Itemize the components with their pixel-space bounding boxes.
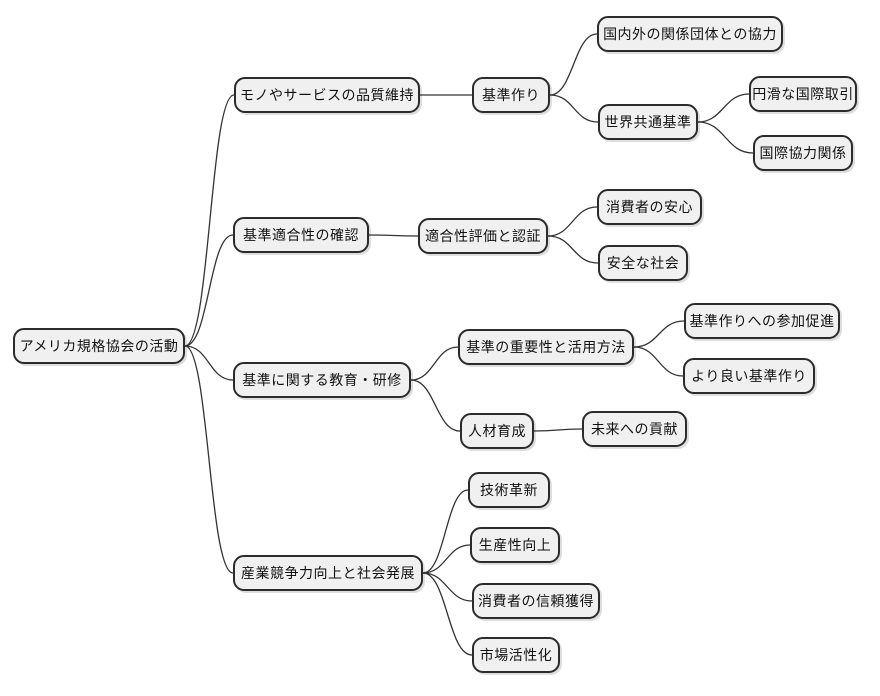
connector-line [184, 345, 234, 381]
node-participation-promotion: 基準作りへの参加促進 [684, 303, 840, 339]
connector-line [547, 235, 599, 264]
node-conformity-assessment-certification: 適合性評価と認証 [418, 218, 548, 254]
node-smooth-international-trade: 円滑な国際取引 [749, 76, 857, 112]
connector-line [422, 489, 469, 574]
connector-line [410, 379, 461, 432]
connector-line [633, 346, 684, 377]
node-importance-and-usage: 基準の重要性と活用方法 [458, 329, 634, 365]
connector-line [697, 93, 750, 123]
connector-line [549, 94, 599, 123]
node-human-resource-development: 人材育成 [460, 413, 534, 449]
node-productivity-improvement: 生産性向上 [470, 527, 560, 563]
connector-line [633, 320, 685, 348]
node-international-cooperation: 国際協力関係 [753, 135, 853, 171]
connector-line [422, 544, 471, 574]
connector-line [410, 346, 459, 381]
node-conformity-check: 基準適合性の確認 [233, 217, 369, 253]
connector-line [368, 234, 419, 237]
node-global-common-standards: 世界共通基準 [598, 104, 698, 140]
connector-line [549, 33, 598, 96]
node-consumer-trust: 消費者の信頼獲得 [472, 583, 600, 619]
node-future-contribution: 未来への貢献 [582, 411, 687, 447]
connector-line [184, 234, 234, 347]
connector-line [697, 121, 754, 154]
connector-line [533, 428, 583, 432]
node-standard-making: 基準作り [472, 77, 550, 113]
connector-line [184, 345, 234, 574]
node-tech-innovation: 技術革新 [468, 472, 550, 508]
connector-line [422, 572, 473, 656]
node-quality-maintenance: モノやサービスの品質維持 [234, 77, 420, 113]
node-cooperation-with-organizations: 国内外の関係団体との協力 [597, 16, 783, 52]
node-better-standards: より良い基準作り [683, 358, 815, 394]
node-consumer-assurance: 消費者の安心 [597, 189, 702, 225]
connector-line [184, 94, 235, 347]
node-market-vitalization: 市場活性化 [472, 637, 560, 673]
node-safe-society: 安全な社会 [598, 245, 688, 281]
node-education-training: 基準に関する教育・研修 [233, 362, 411, 398]
connector-line [547, 206, 598, 237]
connector-line [422, 572, 473, 602]
node-root: アメリカ規格協会の活動 [13, 328, 185, 364]
node-industrial-competitiveness: 産業競争力向上と社会発展 [233, 555, 423, 591]
